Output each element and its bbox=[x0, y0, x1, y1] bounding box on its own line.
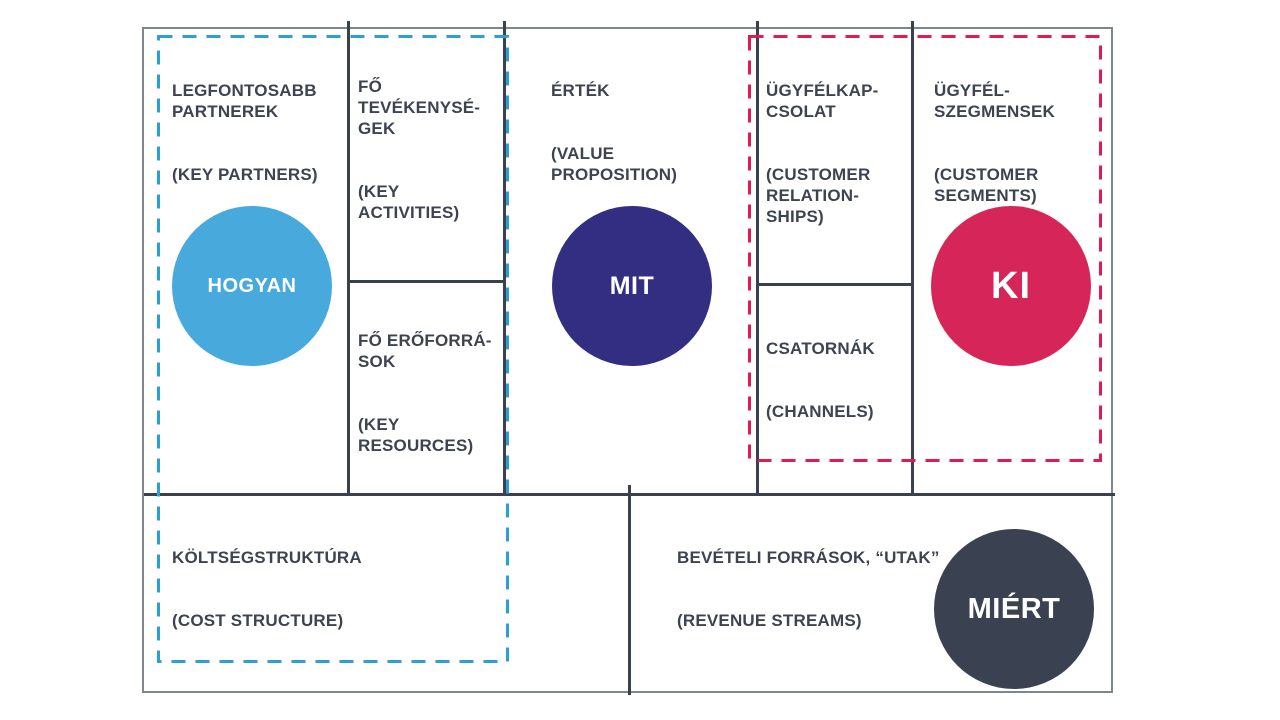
block-subtitle: (CHANNELS) bbox=[766, 402, 874, 421]
block-title: FŐ ERŐFORRÁ- SOK bbox=[358, 331, 492, 371]
block-title: LEGFONTOSABB PARTNEREK bbox=[172, 81, 317, 121]
circle-miert: MIÉRT bbox=[934, 529, 1094, 689]
circle-mit: MIT bbox=[552, 206, 712, 366]
block-title: ÉRTÉK bbox=[551, 81, 610, 100]
circle-ki-label: KI bbox=[991, 264, 1031, 307]
block-key-resources: FŐ ERŐFORRÁ- SOK (KEY RESOURCES) bbox=[358, 309, 500, 477]
block-title: ÜGYFÉLKAP- CSOLAT bbox=[766, 81, 879, 121]
block-cost-structure: KÖLTSÉGSTRUKTÚRA (COST STRUCTURE) bbox=[172, 526, 492, 652]
block-title: ÜGYFÉL- SZEGMENSEK bbox=[934, 81, 1056, 121]
block-subtitle: (VALUE PROPOSITION) bbox=[551, 144, 678, 184]
block-key-activities: FŐ TEVÉKENYSÉ- GEK (KEY ACTIVITIES) bbox=[358, 55, 500, 244]
block-subtitle: (KEY ACTIVITIES) bbox=[358, 182, 460, 222]
block-title: KÖLTSÉGSTRUKTÚRA bbox=[172, 548, 362, 567]
block-revenue-streams: BEVÉTELI FORRÁSOK, “UTAK” (REVENUE STREA… bbox=[677, 526, 1097, 652]
block-subtitle: (CUSTOMER RELATION- SHIPS) bbox=[766, 165, 871, 226]
block-channels: CSATORNÁK (CHANNELS) bbox=[766, 317, 906, 443]
block-customer-segments: ÜGYFÉL- SZEGMENSEK (CUSTOMER SEGMENTS) bbox=[934, 59, 1099, 227]
circle-hogyan-label: HOGYAN bbox=[207, 274, 297, 297]
divider-activities-value bbox=[503, 21, 506, 493]
canvas-frame: LEGFONTOSABB PARTNEREK (KEY PARTNERS) FŐ… bbox=[142, 21, 1115, 695]
block-customer-relationships: ÜGYFÉLKAP- CSOLAT (CUSTOMER RELATION- SH… bbox=[766, 59, 906, 248]
block-subtitle: (REVENUE STREAMS) bbox=[677, 611, 862, 630]
block-subtitle: (KEY RESOURCES) bbox=[358, 415, 474, 455]
red-dashed-group-outline bbox=[748, 35, 1102, 462]
divider-value-relationships bbox=[756, 21, 759, 493]
divider-partners-activities bbox=[347, 21, 350, 493]
divider-cost-revenue bbox=[628, 485, 631, 695]
blue-dashed-group-outline bbox=[157, 35, 509, 663]
block-title: FŐ TEVÉKENYSÉ- GEK bbox=[358, 77, 481, 138]
block-key-partners: LEGFONTOSABB PARTNEREK (KEY PARTNERS) bbox=[172, 59, 342, 206]
circle-miert-label: MIÉRT bbox=[967, 592, 1061, 625]
divider-activities-resources bbox=[347, 280, 506, 283]
circle-ki: KI bbox=[931, 206, 1091, 366]
circle-hogyan: HOGYAN bbox=[172, 206, 332, 366]
block-value-proposition: ÉRTÉK (VALUE PROPOSITION) bbox=[551, 59, 721, 206]
divider-relationships-channels bbox=[756, 283, 914, 286]
block-subtitle: (CUSTOMER SEGMENTS) bbox=[934, 165, 1039, 205]
block-subtitle: (KEY PARTNERS) bbox=[172, 165, 318, 184]
block-subtitle: (COST STRUCTURE) bbox=[172, 611, 344, 630]
block-title: BEVÉTELI FORRÁSOK, “UTAK” bbox=[677, 548, 940, 567]
block-title: CSATORNÁK bbox=[766, 339, 875, 358]
divider-relationships-segments bbox=[911, 21, 914, 493]
circle-mit-label: MIT bbox=[609, 271, 655, 300]
